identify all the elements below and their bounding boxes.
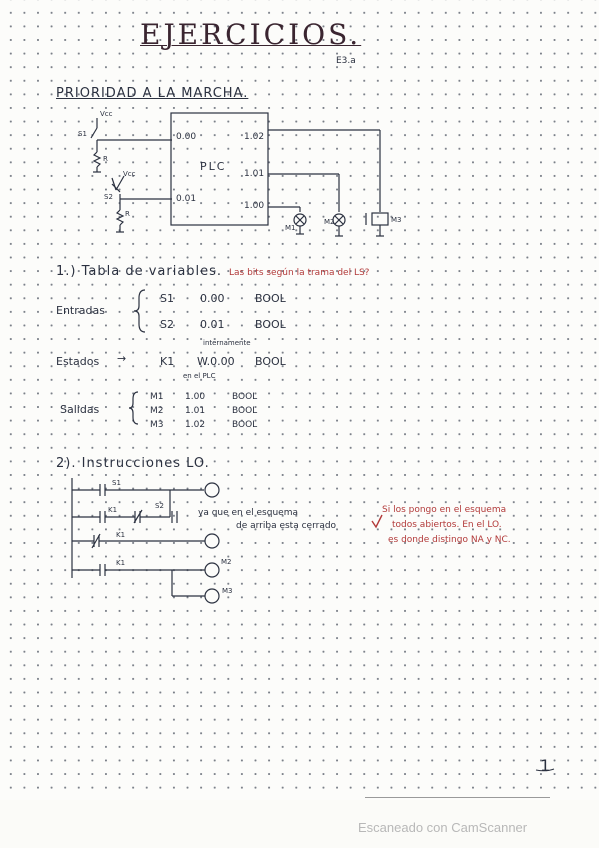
entradas-label: Entradas bbox=[56, 304, 105, 317]
plc-output-2: 1.02 bbox=[244, 132, 265, 142]
ladder-label-k1-row3: K1 bbox=[116, 531, 126, 539]
ladder-note-line-1: ya que en el esquema bbox=[198, 508, 298, 518]
scanner-watermark: Escaneado con CamScanner bbox=[358, 820, 528, 835]
plc-output-1: 1.01 bbox=[244, 169, 265, 179]
buzzer-m3-icon bbox=[371, 212, 389, 226]
ladder-note-line-2: de arriba esta cerrado bbox=[236, 521, 337, 531]
entrada-2-addr: 0.01 bbox=[200, 318, 225, 331]
tabla-note: Las bits según la trama del LS? bbox=[229, 268, 370, 278]
red-note-line-2: todos abiertos. En el LO. bbox=[392, 520, 502, 530]
label-m3: M3 bbox=[391, 216, 402, 224]
label-r-bottom: R bbox=[125, 210, 130, 218]
section-heading-tabla: 1.) Tabla de variables. bbox=[56, 264, 223, 279]
section-heading-instrucciones: 2). Instrucciones LO. bbox=[56, 456, 210, 471]
estado-1-name: K1 bbox=[160, 355, 175, 368]
salida-3-type: BOOL bbox=[232, 420, 258, 430]
label-r-top: R bbox=[103, 155, 108, 163]
entradas-brace bbox=[133, 289, 146, 333]
estado-1-addr: W.0.00 bbox=[197, 355, 235, 368]
page-title: EJERCICIOS. bbox=[140, 18, 362, 51]
footer-rule bbox=[365, 797, 550, 798]
ladder-label-k1-row4: K1 bbox=[116, 559, 126, 567]
output-wiring bbox=[268, 129, 389, 237]
red-mark-icon bbox=[371, 514, 383, 529]
entrada-2-name: S2 bbox=[160, 318, 174, 331]
salida-3-name: M3 bbox=[150, 420, 164, 430]
red-note-line-3: es donde distingo NA y NC. bbox=[388, 535, 511, 545]
title-note: E3.a bbox=[336, 56, 356, 66]
estados-label: Estados bbox=[56, 355, 100, 368]
salida-1-addr: 1.00 bbox=[185, 392, 206, 402]
ladder-label-m2: M2 bbox=[221, 558, 232, 566]
ladder-label-k1-contact: K1 bbox=[108, 506, 118, 514]
estado-1-type: BOOL bbox=[255, 355, 286, 368]
page-number: 1 bbox=[540, 756, 551, 775]
entrada-1-name: S1 bbox=[160, 292, 174, 305]
salida-3-addr: 1.02 bbox=[185, 420, 206, 430]
salida-2-name: M2 bbox=[150, 406, 164, 416]
salida-2-addr: 1.01 bbox=[185, 406, 206, 416]
salidas-label: Salidas bbox=[60, 403, 100, 416]
salida-1-type: BOOL bbox=[232, 392, 258, 402]
section-heading-prioridad: PRIORIDAD A LA MARCHA. bbox=[56, 86, 249, 101]
label-vcc-bottom: Vcc bbox=[123, 170, 136, 178]
entrada-1-type: BOOL bbox=[255, 292, 286, 305]
s2-switch-circuit bbox=[111, 175, 172, 233]
salida-1-name: M1 bbox=[150, 392, 164, 402]
label-m2: M2 bbox=[324, 218, 335, 226]
ladder-label-m3: M3 bbox=[222, 587, 233, 595]
plc-label: PLC bbox=[200, 160, 227, 173]
ladder-diagram bbox=[71, 478, 220, 604]
grid-paper-sheet bbox=[0, 0, 599, 800]
label-m1: M1 bbox=[285, 224, 296, 232]
label-s1: S1 bbox=[78, 130, 87, 138]
entrada-1-addr: 0.00 bbox=[200, 292, 225, 305]
ladder-label-s2: S2 bbox=[155, 502, 164, 510]
estados-note-bottom: en el PLC bbox=[183, 372, 216, 380]
label-s2: S2 bbox=[104, 193, 113, 201]
ladder-label-s1: S1 bbox=[112, 479, 121, 487]
plc-output-0: 1.00 bbox=[244, 201, 265, 211]
entrada-2-type: BOOL bbox=[255, 318, 286, 331]
plc-input-1: 0.01 bbox=[176, 194, 197, 204]
estados-note-top: internamente bbox=[203, 339, 251, 347]
plc-box bbox=[170, 112, 269, 226]
salidas-brace bbox=[128, 391, 139, 425]
red-note-line-1: Si los pongo en el esquema bbox=[382, 505, 507, 515]
label-vcc-top: Vcc bbox=[100, 110, 113, 118]
plc-input-0: 0.00 bbox=[176, 132, 197, 142]
s1-switch-circuit bbox=[90, 118, 172, 173]
estados-arrow: → bbox=[117, 352, 127, 365]
salida-2-type: BOOL bbox=[232, 406, 258, 416]
